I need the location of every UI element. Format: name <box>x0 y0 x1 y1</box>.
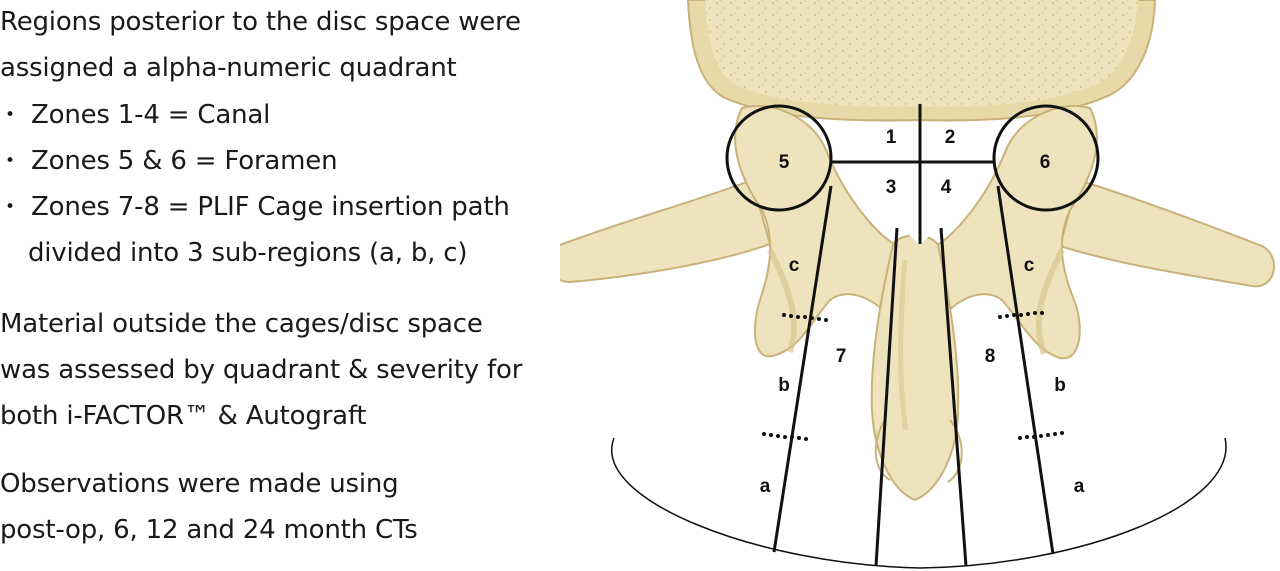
bullet-item-plif: • Zones 7-8 = PLIF Cage insertion path <box>0 184 510 230</box>
subregion-label-left-b: b <box>778 375 790 396</box>
subregion-label-left-a: a <box>760 476 771 497</box>
observations-line-2: post-op, 6, 12 and 24 month CTs <box>0 515 418 545</box>
subregion-label-left-c: c <box>789 255 800 276</box>
boundary-arc <box>611 437 1227 569</box>
zone-label-7: 7 <box>836 346 847 367</box>
zone-label-8: 8 <box>985 346 996 367</box>
bullet-item-canal: • Zones 1-4 = Canal <box>0 92 510 138</box>
zone-label-5: 5 <box>779 152 790 173</box>
material-line-3: both i-FACTOR™ & Autograft <box>0 401 367 431</box>
zone-label-3: 3 <box>886 177 897 198</box>
bullet-text: Zones 1-4 = Canal <box>31 100 271 130</box>
subregion-label-right-a: a <box>1074 476 1085 497</box>
bullet-dot: • <box>5 197 15 217</box>
zone-bullet-list: • Zones 1-4 = Canal • Zones 5 & 6 = Forame… <box>0 92 510 276</box>
zone-label-6: 6 <box>1040 152 1051 173</box>
foramen-circle-right <box>992 104 1100 212</box>
intro-line-2: assigned a alpha-numeric quadrant <box>0 53 457 83</box>
subregion-label-right-b: b <box>1054 375 1066 396</box>
material-line-2: was assessed by quadrant & severity for <box>0 355 523 385</box>
vertebra-zone-diagram: 1 2 3 4 5 6 7 8 c b a c b a <box>560 0 1276 569</box>
material-line-1: Material outside the cages/disc space <box>0 309 483 339</box>
zone-label-1: 1 <box>886 127 897 148</box>
posterior-elements <box>560 104 1276 502</box>
zone-lines <box>772 104 1055 567</box>
zone-label-4: 4 <box>941 177 952 198</box>
bullet-dot: • <box>5 105 15 125</box>
bullet-text: Zones 7-8 = PLIF Cage insertion path <box>31 192 510 222</box>
subregion-label-right-c: c <box>1024 255 1035 276</box>
bullet-text: Zones 5 & 6 = Foramen <box>31 146 338 176</box>
bullet-item-foramen: • Zones 5 & 6 = Foramen <box>0 138 510 184</box>
description-panel: Regions posterior to the disc space were… <box>0 0 570 571</box>
observations-line-1: Observations were made using <box>0 469 399 499</box>
foramen-circle-left <box>725 104 833 212</box>
zone-label-2: 2 <box>945 127 956 148</box>
spinal-canal <box>832 122 1003 245</box>
bullet-continuation: divided into 3 sub-regions (a, b, c) <box>28 238 468 268</box>
intro-line-1: Regions posterior to the disc space were <box>0 7 521 37</box>
bullet-dot: • <box>5 151 15 171</box>
subregion-dividers <box>762 311 1064 441</box>
vertebral-body <box>686 0 1157 122</box>
